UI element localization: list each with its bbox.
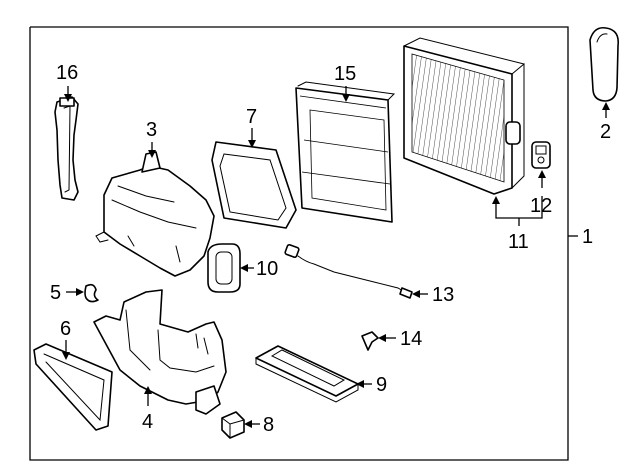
assembly-frame	[29, 26, 569, 461]
callout-6: 6	[60, 318, 71, 360]
callout-12: 12	[530, 170, 552, 217]
upper-case	[95, 151, 215, 277]
temperature-sensor	[284, 244, 413, 299]
callout-3: 3	[146, 119, 157, 158]
callout-15: 15	[334, 63, 356, 102]
callout-4: 4	[142, 386, 153, 433]
callout-16: 16	[56, 62, 78, 102]
filter-frame	[211, 141, 297, 229]
grommet	[221, 411, 245, 439]
callout-13: 13	[412, 284, 454, 306]
callout-number: 5	[50, 282, 61, 304]
retainer	[361, 331, 379, 351]
callout-number: 3	[146, 119, 157, 141]
evaporator-core	[403, 37, 526, 195]
callout-1: 1	[568, 226, 593, 248]
callout-number: 7	[246, 106, 257, 128]
callout-10: 10	[240, 258, 278, 280]
callout-number: 2	[600, 121, 611, 143]
callout-number: 10	[256, 258, 278, 280]
callout-number: 8	[263, 414, 274, 436]
callout-number: 13	[432, 284, 454, 306]
callout-number: 14	[400, 328, 422, 350]
callout-8: 8	[244, 414, 274, 436]
support-bracket	[54, 96, 79, 201]
callout-9: 9	[356, 374, 387, 396]
callout-number: 12	[530, 195, 552, 217]
callout-number: 11	[508, 231, 529, 253]
seal	[33, 343, 113, 431]
expansion-valve	[531, 141, 551, 169]
callout-11: 11	[492, 196, 543, 253]
cabin-air-filter	[295, 81, 396, 223]
clip	[84, 283, 99, 303]
callout-number: 4	[142, 411, 153, 433]
callout-number: 15	[334, 63, 356, 85]
callout-number: 6	[60, 318, 71, 340]
callout-2: 2	[600, 102, 611, 143]
duct-seal	[207, 243, 241, 293]
callout-5: 5	[50, 282, 84, 304]
lower-case	[93, 289, 227, 415]
filter-cover	[255, 345, 359, 403]
callout-number: 1	[582, 226, 593, 248]
drain-hose	[589, 26, 620, 102]
callout-14: 14	[378, 328, 422, 350]
callout-7: 7	[246, 106, 257, 148]
callout-number: 16	[56, 62, 78, 84]
callout-number: 9	[376, 374, 387, 396]
